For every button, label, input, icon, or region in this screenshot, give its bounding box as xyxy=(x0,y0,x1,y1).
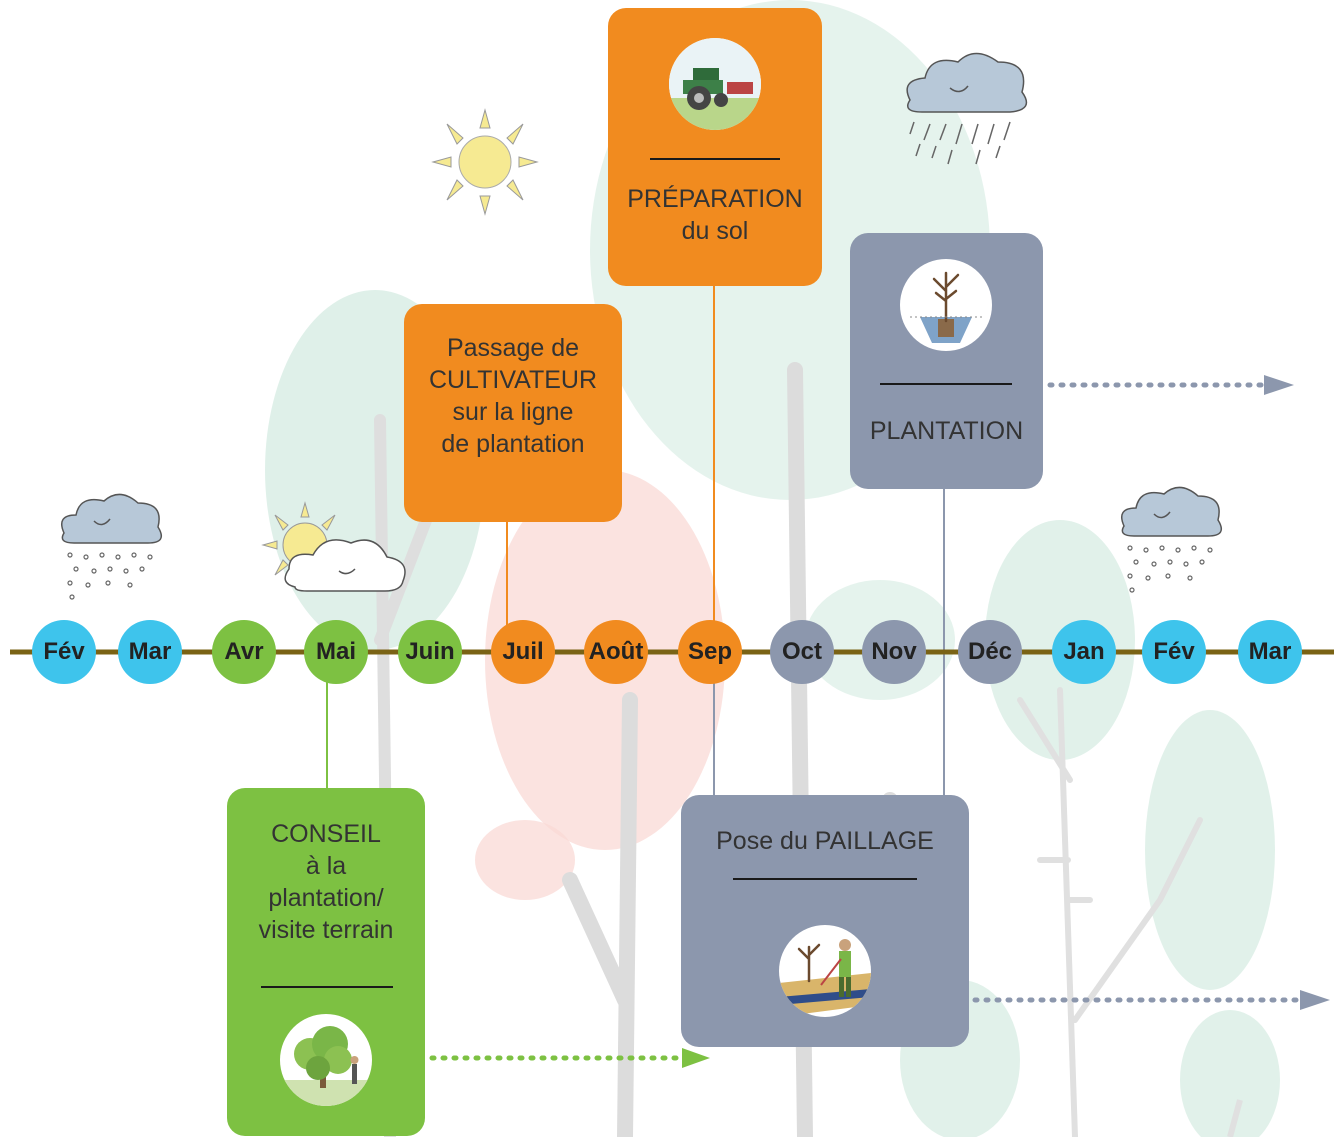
month-8: Sep xyxy=(678,620,742,684)
sun-icon xyxy=(431,108,539,216)
cultivateur-line-3: sur la ligne xyxy=(452,398,574,426)
snow-cloud-icon xyxy=(61,493,163,600)
step-cultivateur: Passage de CULTIVATEUR sur la ligne de p… xyxy=(404,304,622,522)
step-preparation: PRÉPARATION du sol xyxy=(608,8,822,286)
cultivateur-line-2: CULTIVATEUR xyxy=(428,366,598,394)
plantation-label: PLANTATION xyxy=(869,417,1024,445)
paillage-label: Pose du PAILLAGE xyxy=(716,827,934,855)
month-2: Mar xyxy=(118,620,182,684)
month-12: Jan xyxy=(1052,620,1116,684)
month-6: Juil xyxy=(491,620,555,684)
snow-cloud-icon xyxy=(1121,486,1223,593)
step-plantation: PLANTATION xyxy=(850,233,1043,489)
cultivateur-line-1: Passage de xyxy=(446,334,580,362)
month-11: Déc xyxy=(958,620,1022,684)
month-7: Août xyxy=(584,620,648,684)
rain-cloud-icon xyxy=(906,52,1028,165)
month-13: Fév xyxy=(1142,620,1206,684)
month-10: Nov xyxy=(862,620,926,684)
cultivateur-line-4: de plantation xyxy=(441,430,585,458)
month-9: Oct xyxy=(770,620,834,684)
month-1: Fév xyxy=(32,620,96,684)
divider xyxy=(880,383,1012,385)
month-5: Juin xyxy=(398,620,462,684)
divider xyxy=(733,878,917,880)
sun-and-cloud-icon xyxy=(261,501,406,592)
month-14: Mar xyxy=(1238,620,1302,684)
divider xyxy=(261,986,393,988)
conseil-line-4: visite terrain xyxy=(258,916,394,944)
step-conseil: CONSEIL à la plantation/ visite terrain xyxy=(227,788,425,1136)
conseil-line-3: plantation/ xyxy=(268,884,384,912)
timeline-axis xyxy=(10,649,1334,655)
preparation-line-2: du sol xyxy=(681,217,749,245)
divider xyxy=(650,158,780,160)
month-4: Mai xyxy=(304,620,368,684)
tree-and-person-icon xyxy=(280,1014,372,1106)
tractor-icon xyxy=(669,38,761,130)
mulching-icon xyxy=(779,925,871,1017)
step-paillage: Pose du PAILLAGE xyxy=(681,795,969,1047)
conseil-line-2: à la xyxy=(305,852,347,880)
preparation-line-1: PRÉPARATION xyxy=(627,185,803,213)
conseil-line-1: CONSEIL xyxy=(271,820,381,848)
sapling-icon xyxy=(900,259,992,351)
month-3: Avr xyxy=(212,620,276,684)
